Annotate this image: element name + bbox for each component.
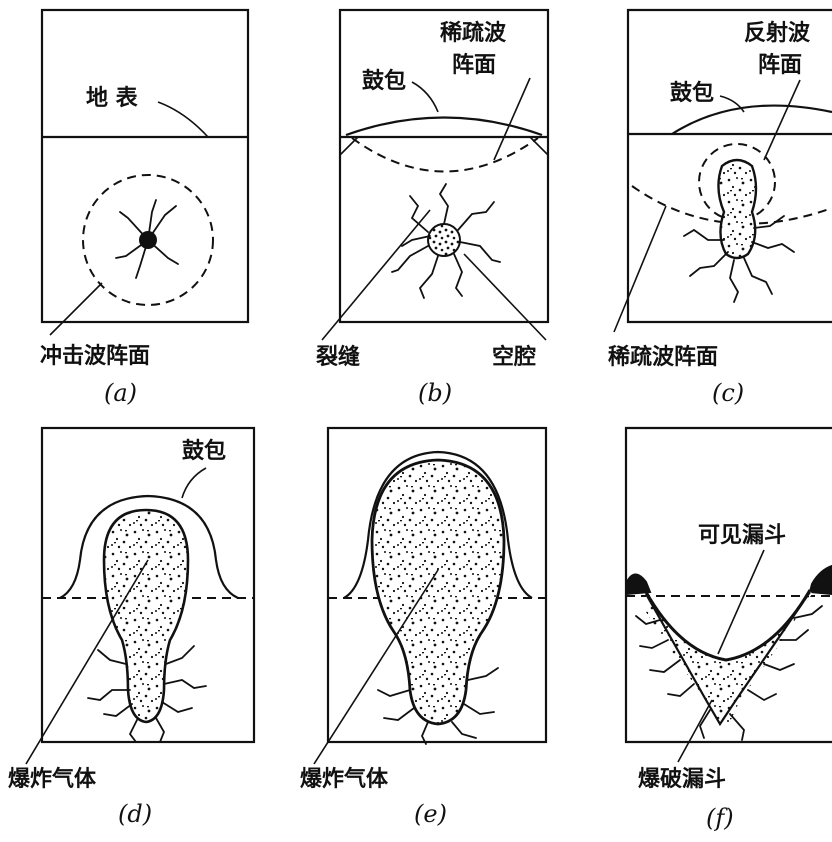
visible-crater-label: 可见漏斗 <box>698 522 786 548</box>
panel-f: 可见漏斗 爆破漏斗 (f) <box>626 428 832 832</box>
gas-label: 爆炸气体 <box>8 766 97 792</box>
blast-crater-fill <box>646 590 812 722</box>
rarefaction-front-label: 稀疏波阵面 <box>608 344 718 370</box>
panel-a-frame <box>42 10 248 322</box>
bulge-outline <box>346 118 542 136</box>
bulge-outline <box>672 106 832 134</box>
bulge-label: 鼓包 <box>182 438 226 464</box>
panel-b-frame <box>340 10 548 322</box>
caption-c: (c) <box>712 379 744 407</box>
caption-d: (d) <box>118 800 152 828</box>
cavity-leader-line <box>464 254 546 340</box>
gas-label: 爆炸气体 <box>300 766 389 792</box>
panel-c: 反射波 阵面 鼓包 稀疏波阵面 (c) <box>608 10 832 407</box>
panel-b: 稀疏波 阵面 鼓包 裂缝 空腔 (b) <box>316 10 548 407</box>
crack-label: 裂缝 <box>316 344 360 370</box>
explosion-gas-cavity <box>718 160 756 258</box>
corner-line-right <box>530 137 548 155</box>
reflected-leader-line <box>764 80 800 160</box>
crack-leader-line <box>322 210 430 340</box>
bulge-leader-line <box>182 468 206 498</box>
surface-label: 地 表 <box>86 86 139 111</box>
rarefaction-front-label-line1: 稀疏波 <box>440 20 507 46</box>
reflected-front-label-line1: 反射波 <box>744 20 811 46</box>
reflected-front-label-line2: 阵面 <box>758 52 802 78</box>
ejecta-mound-right <box>810 566 832 594</box>
radial-cracks <box>116 200 178 278</box>
explosion-gas-bubble <box>372 460 504 724</box>
shock-front-label: 冲击波阵面 <box>40 343 150 369</box>
surface-leader-line <box>158 102 208 137</box>
cavity <box>428 224 460 256</box>
rarefaction-front-label-line2: 阵面 <box>452 52 496 78</box>
caption-f: (f) <box>706 804 734 832</box>
cavity-label: 空腔 <box>492 344 536 370</box>
blast-crater-label: 爆破漏斗 <box>638 766 726 792</box>
panel-e: 爆炸气体 (e) <box>300 428 546 828</box>
visible-crater-leader-line <box>718 550 764 654</box>
caption-e: (e) <box>414 800 447 828</box>
bulge-label: 鼓包 <box>362 68 406 94</box>
corner-line-left <box>340 137 358 155</box>
panel-a: 地 表 冲击波阵面 (a) <box>40 10 248 407</box>
bulge-label: 鼓包 <box>670 80 714 106</box>
caption-b: (b) <box>418 379 452 407</box>
ejecta-mound-left <box>626 574 650 594</box>
caption-a: (a) <box>104 379 137 407</box>
shock-front-leader-line <box>50 283 102 335</box>
rarefaction-wave-front <box>352 138 538 172</box>
bulge-leader-line <box>412 82 438 112</box>
rarefaction-leader-line <box>614 206 666 332</box>
panel-d: 鼓包 爆炸气体 (d) <box>8 428 254 828</box>
blast-crater-leader-line <box>678 700 712 762</box>
